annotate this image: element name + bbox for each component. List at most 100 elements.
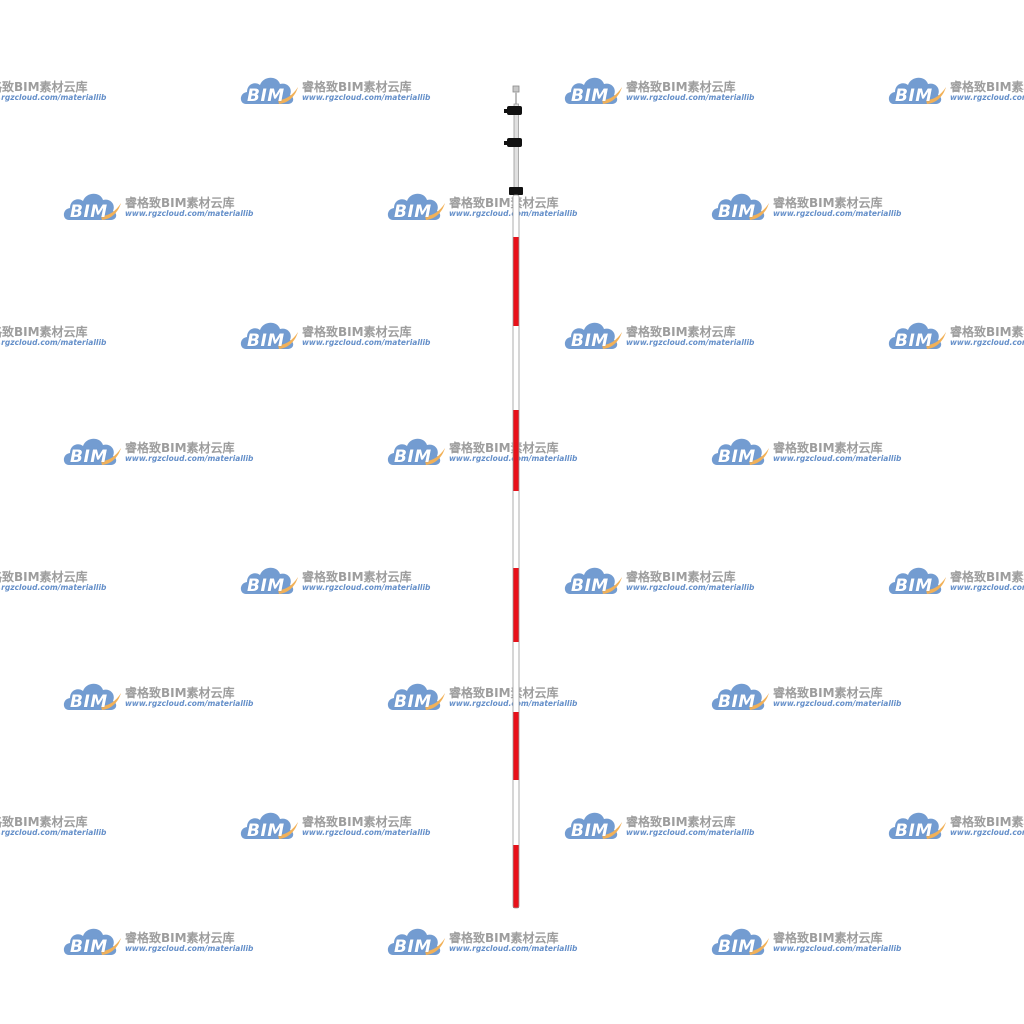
pole-stripe-segment [513,491,519,568]
watermark-url: www.rgzcloud.com/materiallib [626,583,755,592]
watermark-title: 睿格致BIM素材云库 [302,80,412,94]
watermark-title: 睿格致BIM素材云库 [626,80,736,94]
watermark-title: 睿格致BIM素材云库 [0,80,88,94]
watermark-url: www.rgzcloud.com/materiallib [125,944,254,953]
cloud-logo-icon [63,928,121,955]
watermark-url: www.rgzcloud.com/materiallib [125,699,254,708]
watermark-title: 睿格致BIM素材云库 [626,570,736,584]
watermark-tile: BIM 睿格致BIM素材云库www.rgzcloud.com/materialli… [886,315,1024,355]
watermark-url: www.rgzcloud.com/materiallib [626,338,755,347]
watermark-logo-text: BIM [394,447,432,467]
watermark-url: www.rgzcloud.com/materiallib [0,828,107,837]
watermark-title: 睿格致BIM素材云库 [302,325,412,339]
watermark-url: www.rgzcloud.com/materiallib [125,454,254,463]
cloud-logo-icon [63,193,121,220]
cloud-logo-icon [240,322,298,349]
watermark-logo-text: BIM [70,447,108,467]
watermark-logo-text: BIM [394,692,432,712]
cloud-logo-icon [564,567,622,594]
watermark-logo-text: BIM [571,86,609,106]
pole-stripe-segment [513,237,519,326]
watermark-logo-text: BIM [571,331,609,351]
watermark-url: www.rgzcloud.com/materiallib [302,583,431,592]
watermark-title: 睿格致BIM素材云库 [950,325,1024,339]
watermark-url: www.rgzcloud.com/materiallib [626,828,755,837]
watermark-title: 睿格致BIM素材云库 [773,686,883,700]
watermark-title: 睿格致BIM素材云库 [773,441,883,455]
watermark-title: 睿格致BIM素材云库 [302,815,412,829]
pole-stripe-segment [513,642,519,712]
watermark-title: 睿格致BIM素材云库 [0,325,88,339]
watermark-tile: BIM睿格致BIM素材云库www.rgzcloud.com/materialli… [886,70,1024,110]
cloud-logo-icon [564,812,622,839]
cloud-logo-icon [387,438,445,465]
watermark-title: 睿格致BIM素材云库 [449,686,559,700]
watermark-title: 睿格致BIM素材云库 [449,196,559,210]
pole-outline [512,194,520,909]
cloud-logo-icon [711,438,769,465]
watermark-logo-text: BIM [394,937,432,957]
cloud-logo-icon [711,683,769,710]
watermark-title: 睿格致BIM素材云库 [626,325,736,339]
cloud-logo-icon [63,438,121,465]
cloud-logo-icon [564,322,622,349]
watermark-logo-text: BIM [247,331,285,351]
watermark-logo-text: BIM [247,86,285,106]
cloud-logo-icon [240,812,298,839]
cloud-logo-icon [387,683,445,710]
watermark-title: 睿格致BIM素材云库 [950,80,1024,94]
watermark-logo-text: BIM [718,937,756,957]
watermark-title: 睿格致BIM素材云库 [449,441,559,455]
watermark-tile: BIM睿格致BIM素材云库www.rgzcloud.com/materialli… [0,315,107,355]
watermark-url: www.rgzcloud.com/materiallib [0,583,107,592]
cloud-logo-icon [711,193,769,220]
watermark-title: 睿格致BIM素材云库 [0,570,88,584]
pole-striped-section [512,194,520,909]
cloud-logo-icon [564,77,622,104]
watermark-logo-text: BIM [70,202,108,222]
cloud-logo-icon [63,683,121,710]
watermark-url: www.rgzcloud.com/materiallib [0,338,107,347]
pole-clamp-bottom [509,187,523,195]
watermark-url: www.rgzcloud.com/materiallib [626,93,755,102]
watermark-title: 睿格致BIM素材云库 [950,815,1024,829]
watermark-url: www.rgzcloud.com/materiallib [950,338,1024,347]
watermark-logo-text: BIM [895,331,933,351]
watermark-url: www.rgzcloud.com/materiallib [302,93,431,102]
watermark-logo-text: BIM [70,692,108,712]
watermark-tile: BIM睿格致BIM素材云库www.rgzcloud.com/materialli… [0,70,106,110]
pole-stripe-segment [513,410,519,491]
watermark-title: 睿格致BIM素材云库 [125,196,235,210]
watermark-title: 睿格致BIM素材云库 [773,196,883,210]
pole-stripe-segment [513,712,519,780]
pole-tip [512,85,520,104]
watermark-logo-text: BIM [718,202,756,222]
watermark-tile: BIM睿格致BIM素材云库www.rgzcloud.com/materialli… [886,805,1024,845]
cloud-logo-icon [888,812,946,839]
watermark-title: 睿格致BIM素材云库 [125,931,235,945]
watermark-logo-text: BIM [718,447,756,467]
watermark-url: www.rgzcloud.com/materiallib [773,944,902,953]
watermark-url: www.rgzcloud.com/materiallib [773,454,902,463]
cloud-logo-icon [240,567,298,594]
pole-clamp-middle [504,138,522,147]
pole-clamp-top [504,106,522,115]
watermark-url: www.rgzcloud.com/materiallib [302,828,431,837]
pole-stripe-segment [513,568,519,642]
watermark-logo-text: BIM [247,821,285,841]
watermark-title: 睿格致BIM素材云库 [950,570,1024,584]
watermark-url: www.rgzcloud.com/materiallib [773,699,902,708]
watermark-logo-text: BIM [247,576,285,596]
